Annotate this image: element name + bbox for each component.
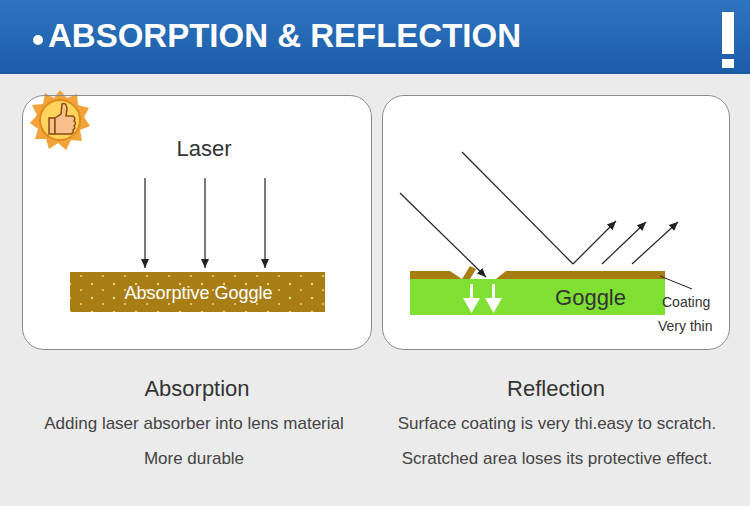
incident-ray	[400, 193, 486, 277]
bar-label: Goggle	[555, 285, 626, 311]
panel-fill	[22, 95, 372, 350]
laser-arrow	[144, 178, 145, 268]
coating-scratch-flake	[462, 266, 476, 279]
panel-box: AbsorptionAbsorptive Goggle	[22, 95, 372, 350]
laser-arrow	[204, 178, 205, 268]
page-title: ABSORPTION & REFLECTION	[48, 17, 521, 55]
title-bullet	[33, 35, 43, 45]
thumbs-up-icon	[30, 90, 90, 150]
description-line: More durable	[144, 449, 244, 469]
transmitted-arrow	[463, 284, 502, 313]
lens-bar: Goggle	[411, 280, 666, 316]
bar-label: Absorptive Goggle	[124, 283, 272, 304]
laser-label: Laser	[176, 136, 231, 162]
lens-bar: Absorptive Goggle	[71, 273, 326, 313]
reflected-ray	[632, 222, 678, 264]
section-heading: Reflection	[383, 376, 729, 402]
description-line: Adding laser absorber into lens material	[44, 414, 344, 434]
warning-bar	[722, 12, 734, 54]
thickness-label: Very thin	[658, 318, 712, 334]
laser-arrow	[264, 178, 265, 268]
coating-layer	[410, 271, 462, 279]
panel-box: ReflectionGoggle	[382, 95, 730, 350]
description-line: Surface coating is very thi.easy to scra…	[398, 414, 716, 434]
coating-label: Coating	[662, 294, 710, 310]
leader-line	[660, 276, 692, 289]
header: ABSORPTION & REFLECTION	[0, 0, 750, 74]
absorptive-lens	[70, 272, 325, 312]
goggle-lens	[410, 279, 665, 315]
section-heading: Absorption	[23, 376, 371, 402]
description-line: Scratched area loses its protective effe…	[402, 449, 713, 469]
panel-fill	[382, 95, 730, 350]
warning-dot	[722, 59, 734, 68]
header-band	[0, 0, 750, 74]
incident-ray	[462, 152, 573, 264]
coating-layer	[496, 271, 665, 279]
absorber-specks	[70, 272, 325, 312]
